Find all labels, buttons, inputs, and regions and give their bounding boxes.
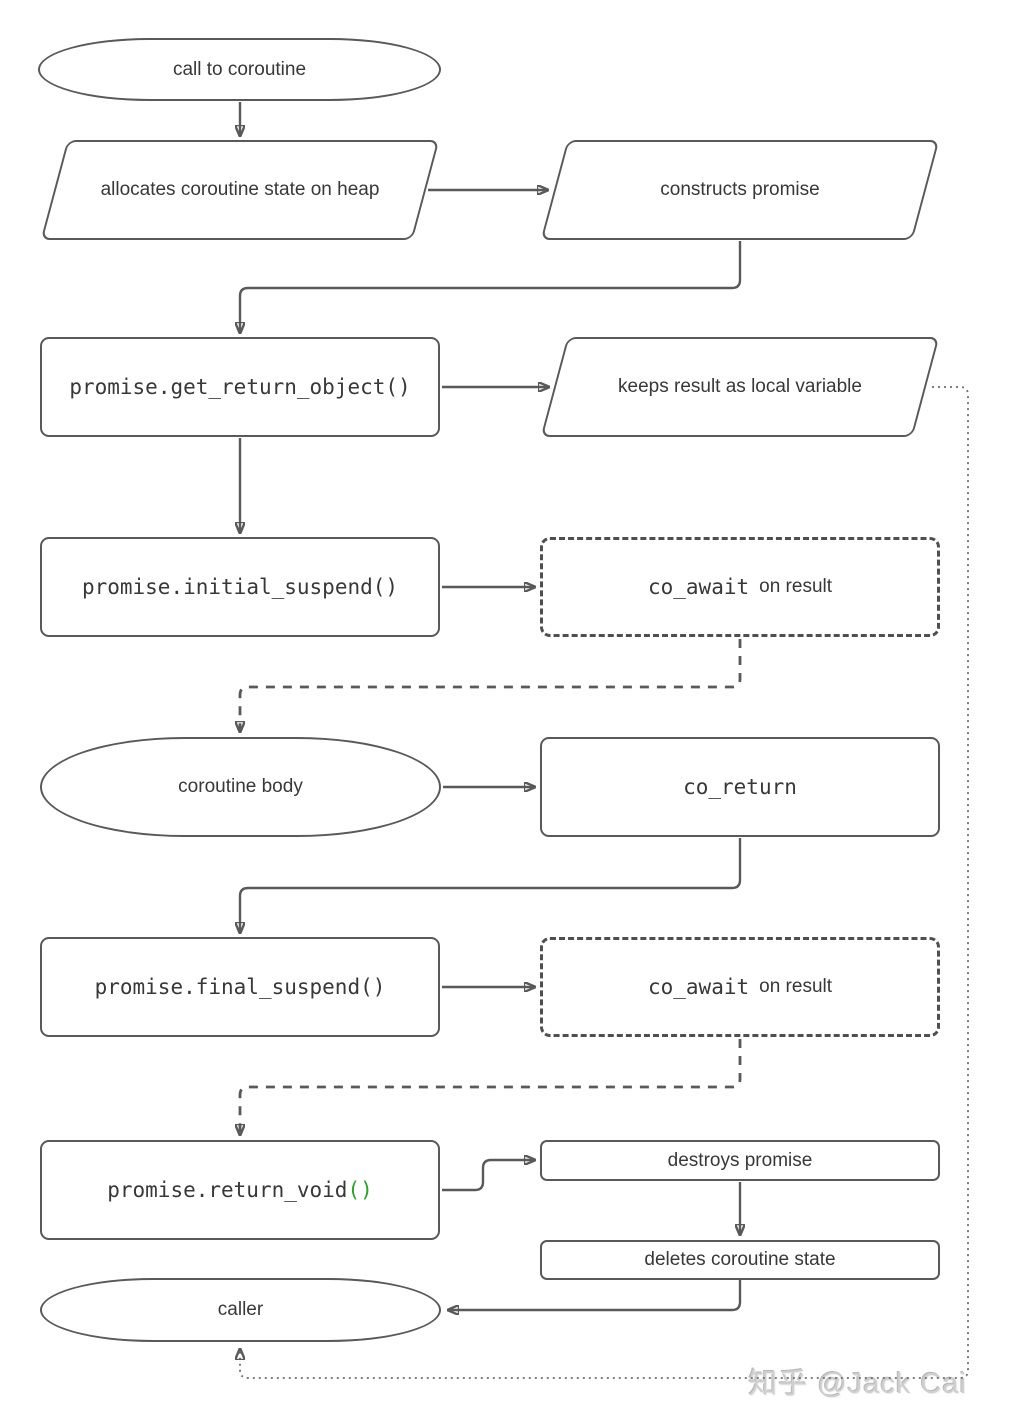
node-label: promise.get_return_object() [69,375,411,399]
node-final-suspend: promise.final_suspend() [40,937,440,1037]
connector-co-await-to-return-void [240,1039,742,1135]
node-label: destroys promise [667,1149,813,1171]
node-label-text: on result [759,576,833,597]
connector-constructs-to-get-return-object [240,241,742,333]
node-co-return: co_return [540,737,940,837]
node-label-text: on result [759,976,833,997]
node-label: constructs promise [660,179,820,200]
node-allocates-coroutine-state: allocates coroutine state on heap [40,140,440,240]
node-label: deletes coroutine state [644,1249,836,1270]
node-initial-suspend: promise.initial_suspend() [40,537,440,637]
node-label-code: co_await [647,575,750,599]
node-label-code: co_await [647,975,750,999]
node-label: call to coroutine [172,58,307,80]
connector-keeps-result-to-caller [240,386,969,1379]
connector-return-void-to-destroys-promise [442,1160,535,1192]
node-return-void: promise.return_void() [40,1140,440,1240]
connector-deletes-to-caller [448,1280,742,1310]
node-label: promise.final_suspend() [94,975,386,999]
node-co-await-final: co_await on result [540,937,940,1037]
node-label: caller [217,1299,264,1320]
node-label: promise.initial_suspend() [81,575,399,599]
connector-co-return-to-final-suspend [240,838,742,933]
node-label: keeps result as local variable [618,376,862,397]
node-deletes-coroutine-state: deletes coroutine state [540,1240,940,1280]
node-caller: caller [40,1278,441,1342]
node-label: co_return [683,775,797,799]
node-destroys-promise: destroys promise [540,1140,940,1181]
node-keeps-result-local-variable: keeps result as local variable [540,337,940,437]
node-coroutine-body: coroutine body [40,737,441,837]
watermark: 知乎 @Jack Cai [748,1368,967,1400]
node-label-paren: () [347,1178,373,1202]
node-get-return-object: promise.get_return_object() [40,337,440,437]
node-label: allocates coroutine state on heap [100,179,380,200]
node-call-to-coroutine: call to coroutine [38,38,441,101]
node-label-code: promise.return_void [107,1178,348,1202]
node-co-await-initial: co_await on result [540,537,940,637]
connector-co-await-to-coroutine-body [240,639,742,732]
node-constructs-promise: constructs promise [540,140,940,240]
node-label: coroutine body [178,776,303,797]
